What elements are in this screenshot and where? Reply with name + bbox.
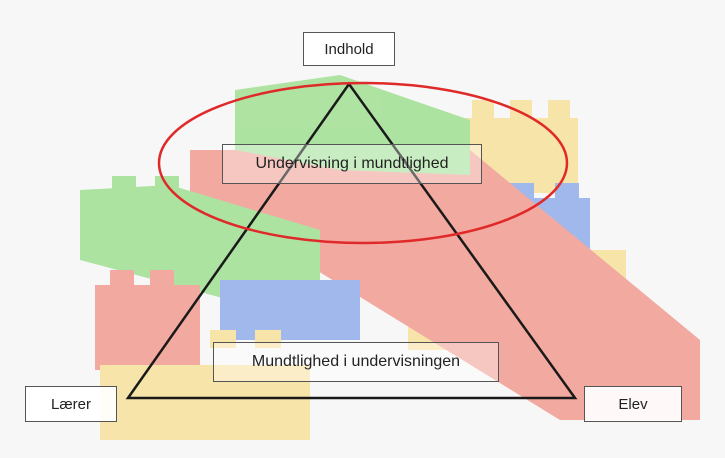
brick-green-top bbox=[235, 75, 470, 175]
label-elev: Elev bbox=[584, 386, 682, 422]
diagram-triangle bbox=[125, 81, 578, 400]
label-indhold: Indhold bbox=[303, 32, 395, 66]
label-undervisning-i-mundtlighed: Undervisning i mundtlighed bbox=[222, 144, 482, 184]
brick-green-left bbox=[80, 185, 320, 300]
brick-yellow-bottom bbox=[100, 365, 310, 440]
highlight-ellipse bbox=[157, 81, 569, 245]
label-mundtlighed-i-undervisningen: Mundtlighed i undervisningen bbox=[213, 342, 499, 382]
label-laerer: Lærer bbox=[25, 386, 117, 422]
brick-blue-center bbox=[220, 280, 360, 340]
brick-red-long bbox=[190, 150, 700, 420]
brick-red-left bbox=[95, 285, 200, 370]
